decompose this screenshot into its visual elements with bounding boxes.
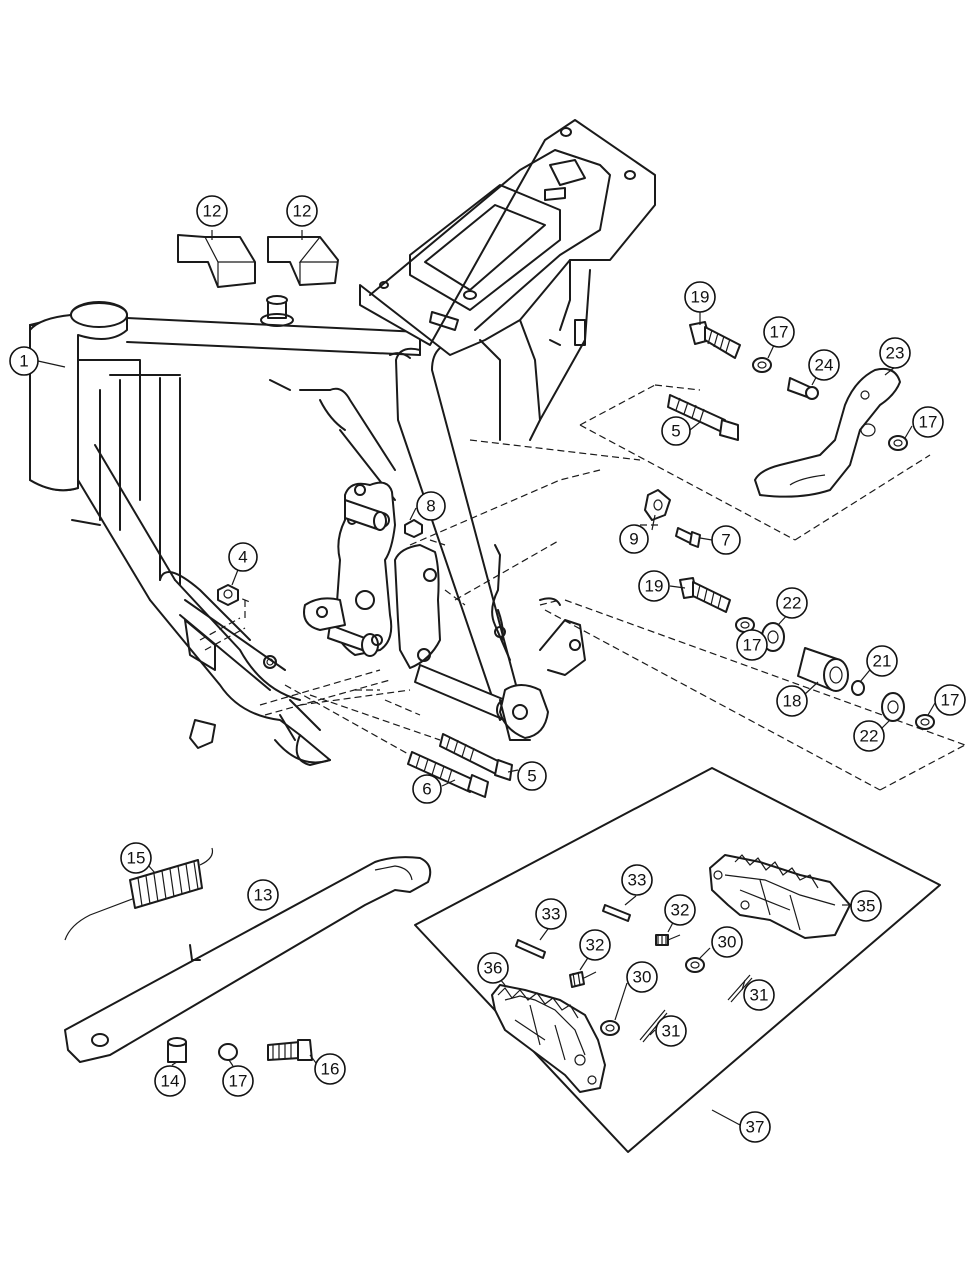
callout-30: 30 (626, 961, 658, 993)
callout-6: 6 (412, 774, 442, 804)
svg-text:14: 14 (161, 1072, 180, 1091)
callout-19: 19 (684, 281, 716, 313)
svg-text:12: 12 (293, 202, 312, 221)
callout-12: 12 (286, 195, 318, 227)
callout-13: 13 (247, 879, 279, 911)
svg-text:19: 19 (691, 288, 710, 307)
callout-24: 24 (808, 349, 840, 381)
footrest-kit (414, 767, 941, 1153)
svg-text:15: 15 (127, 849, 146, 868)
svg-text:18: 18 (783, 692, 802, 711)
svg-text:23: 23 (886, 344, 905, 363)
callout-31: 31 (655, 1015, 687, 1047)
svg-text:13: 13 (254, 886, 273, 905)
callout-22: 22 (853, 720, 885, 752)
callout-12: 12 (196, 195, 228, 227)
callouts: 1 12 12 4 8 19 17 24 23 5 17 9 7 19 22 1… (9, 195, 966, 1143)
callout-21: 21 (866, 645, 898, 677)
svg-text:22: 22 (860, 727, 879, 746)
svg-text:21: 21 (873, 652, 892, 671)
svg-text:17: 17 (941, 691, 960, 710)
svg-text:37: 37 (746, 1118, 765, 1137)
callout-17: 17 (912, 406, 944, 438)
svg-text:5: 5 (527, 767, 536, 786)
callout-8: 8 (416, 491, 446, 521)
svg-text:31: 31 (750, 986, 769, 1005)
callout-7: 7 (711, 525, 741, 555)
svg-text:17: 17 (743, 636, 762, 655)
svg-text:6: 6 (422, 780, 431, 799)
svg-text:19: 19 (645, 577, 664, 596)
callout-32: 32 (664, 894, 696, 926)
callout-30: 30 (711, 926, 743, 958)
callout-15: 15 (120, 842, 152, 874)
callout-22: 22 (776, 587, 808, 619)
svg-text:17: 17 (229, 1072, 248, 1091)
svg-text:31: 31 (662, 1022, 681, 1041)
svg-text:32: 32 (586, 936, 605, 955)
svg-text:7: 7 (721, 531, 730, 550)
callout-16: 16 (314, 1053, 346, 1085)
svg-text:30: 30 (633, 968, 652, 987)
svg-text:33: 33 (628, 871, 647, 890)
callout-5: 5 (661, 416, 691, 446)
callout-35: 35 (850, 890, 882, 922)
svg-text:32: 32 (671, 901, 690, 920)
callout-1: 1 (9, 346, 39, 376)
svg-text:8: 8 (426, 497, 435, 516)
svg-text:16: 16 (321, 1060, 340, 1079)
svg-text:36: 36 (484, 959, 503, 978)
callout-17: 17 (763, 316, 795, 348)
svg-text:24: 24 (815, 356, 834, 375)
svg-text:17: 17 (770, 323, 789, 342)
callout-37: 37 (739, 1111, 771, 1143)
svg-text:1: 1 (19, 352, 28, 371)
svg-text:35: 35 (857, 897, 876, 916)
side-stand (64, 847, 432, 1063)
callout-5: 5 (517, 761, 547, 791)
svg-text:22: 22 (783, 594, 802, 613)
assembly-lines (199, 384, 966, 791)
svg-text:4: 4 (238, 548, 247, 567)
callout-33: 33 (621, 864, 653, 896)
svg-text:9: 9 (629, 530, 638, 549)
callout-32: 32 (579, 929, 611, 961)
callout-17: 17 (222, 1065, 254, 1097)
callout-14: 14 (154, 1065, 186, 1097)
callout-36: 36 (477, 952, 509, 984)
callout-18: 18 (776, 685, 808, 717)
callout-31: 31 (743, 979, 775, 1011)
callout-9: 9 (619, 524, 649, 554)
callout-19: 19 (638, 570, 670, 602)
svg-text:5: 5 (671, 422, 680, 441)
svg-text:17: 17 (919, 413, 938, 432)
callout-4: 4 (228, 542, 258, 572)
callout-17: 17 (736, 629, 768, 661)
hardware-parts (177, 234, 935, 798)
svg-text:30: 30 (718, 933, 737, 952)
svg-text:12: 12 (203, 202, 222, 221)
callout-17: 17 (934, 684, 966, 716)
frame (29, 119, 656, 766)
callout-33: 33 (535, 898, 567, 930)
callout-23: 23 (879, 337, 911, 369)
svg-text:33: 33 (542, 905, 561, 924)
